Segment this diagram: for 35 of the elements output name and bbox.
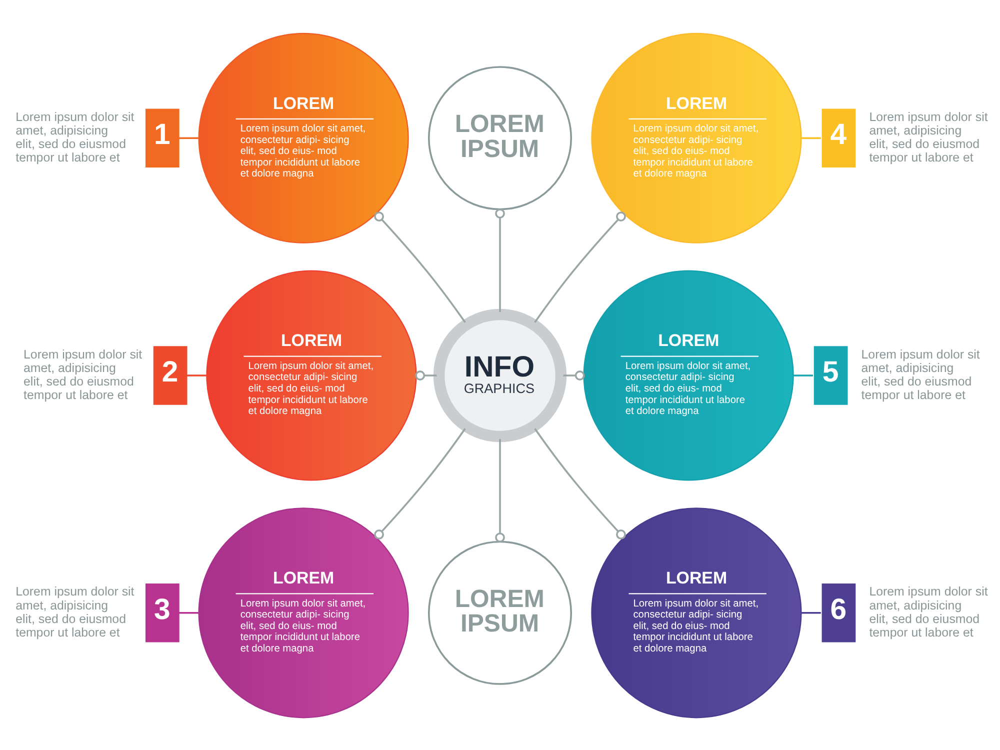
connector [415,370,437,380]
node-label: Lorem ipsum dolor sit amet, adipisicing elit, sed do eiusmod tempor ut labore et [16,584,134,639]
node-box: 2 [153,346,188,404]
connector [801,136,821,139]
node-label: Lorem ipsum dolor sit amet, adipisicing elit, sed do eiusmod tempor ut labore et [861,346,980,402]
node-box: 1 [145,108,180,167]
node-circle: LOREM IPSUM [428,540,572,684]
connector [793,374,813,376]
node-box: 5 [814,346,848,404]
connector [178,612,199,614]
node-box: 6 [822,583,856,642]
node-circle: LOREM IPSUM [428,66,572,210]
connector [495,438,505,542]
connector [534,428,626,539]
connector [801,612,821,614]
node-circle: LOREM Lorem ipsum dolor sit amet, consectetur adipi- sicing elit, sed do eius- mod tempor incididunt ut labore et dolore magna [591,507,802,718]
node-circle: LOREM Lorem ipsum dolor sit amet, consectetur adipi- sicing elit, sed do eius- mod tempor incididunt ut labore et dolore magna [591,32,802,243]
connector [534,211,626,322]
node-box: 3 [145,583,180,642]
node-label: Lorem ipsum dolor sit amet, adipisicing elit, sed do eiusmod tempor ut labore et [869,584,988,639]
connector [374,428,466,539]
node-circle: LOREM Lorem ipsum dolor sit amet, consectetur adipi- sicing elit, sed do eius- mod tempor incididunt ut labore et dolore magna [206,270,417,480]
node-circle: LOREM Lorem ipsum dolor sit amet, consectetur adipi- sicing elit, sed do eius- mod tempor incididunt ut labore et dolore magna [198,507,409,718]
node-label: Lorem ipsum dolor sit amet, adipisicing elit, sed do eiusmod tempor ut labore et [24,346,142,402]
node-circle: LOREM Lorem ipsum dolor sit amet, consectetur adipi- sicing elit, sed do eius- mod tempor incididunt ut labore et dolore magna [583,270,794,480]
node-box: 4 [822,108,856,167]
connector [563,370,585,380]
connector [495,208,505,312]
node-label: Lorem ipsum dolor sit amet, adipisicing elit, sed do eiusmod tempor ut labore et [869,109,988,164]
node-label: Lorem ipsum dolor sit amet, adipisicing elit, sed do eiusmod tempor ut labore et [16,109,134,164]
connector [178,136,199,139]
connector [374,211,466,322]
node-circle: INFO GRAPHICS [433,308,567,442]
connector [186,374,207,376]
node-circle: LOREM Lorem ipsum dolor sit amet, consectetur adipi- sicing elit, sed do eius- mod tempor incididunt ut labore et dolore magna [198,32,409,243]
